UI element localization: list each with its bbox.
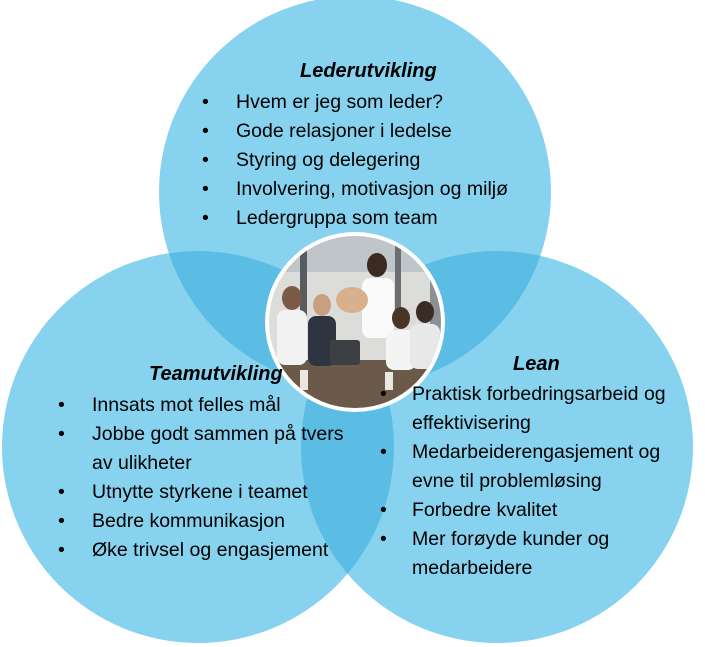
leader-item: Styring og delegering bbox=[200, 146, 508, 175]
team-item: Jobbe godt sammen på tvers av ulikheter bbox=[56, 420, 362, 478]
team-title: Teamutvikling bbox=[149, 363, 283, 385]
leader-item: Ledergruppa som team bbox=[200, 204, 508, 233]
lean-list: Praktisk forbedringsarbeid og effektivis… bbox=[380, 380, 683, 583]
team-item: Innsats mot felles mål bbox=[56, 391, 362, 420]
lean-item: Mer forøyde kunder og medarbeidere bbox=[380, 525, 683, 583]
lean-item: Forbedre kvalitet bbox=[380, 496, 683, 525]
team-item: Øke trivsel og engasjement bbox=[56, 536, 362, 565]
leader-item: Involvering, motivasjon og miljø bbox=[200, 175, 508, 204]
leader-list: Hvem er jeg som leder? Gode relasjoner i… bbox=[200, 88, 508, 233]
team-item: Bedre kommunikasjon bbox=[56, 507, 362, 536]
lean-title: Lean bbox=[513, 353, 560, 375]
team-list: Innsats mot felles mål Jobbe godt sammen… bbox=[56, 391, 362, 565]
leader-item: Gode relasjoner i ledelse bbox=[200, 117, 508, 146]
leader-item: Hvem er jeg som leder? bbox=[200, 88, 508, 117]
lean-item: Medarbeiderengasjement og evne til probl… bbox=[380, 438, 683, 496]
leader-title: Lederutvikling bbox=[300, 60, 437, 82]
lean-item: Praktisk forbedringsarbeid og effektivis… bbox=[380, 380, 683, 438]
team-item: Utnytte styrkene i teamet bbox=[56, 478, 362, 507]
